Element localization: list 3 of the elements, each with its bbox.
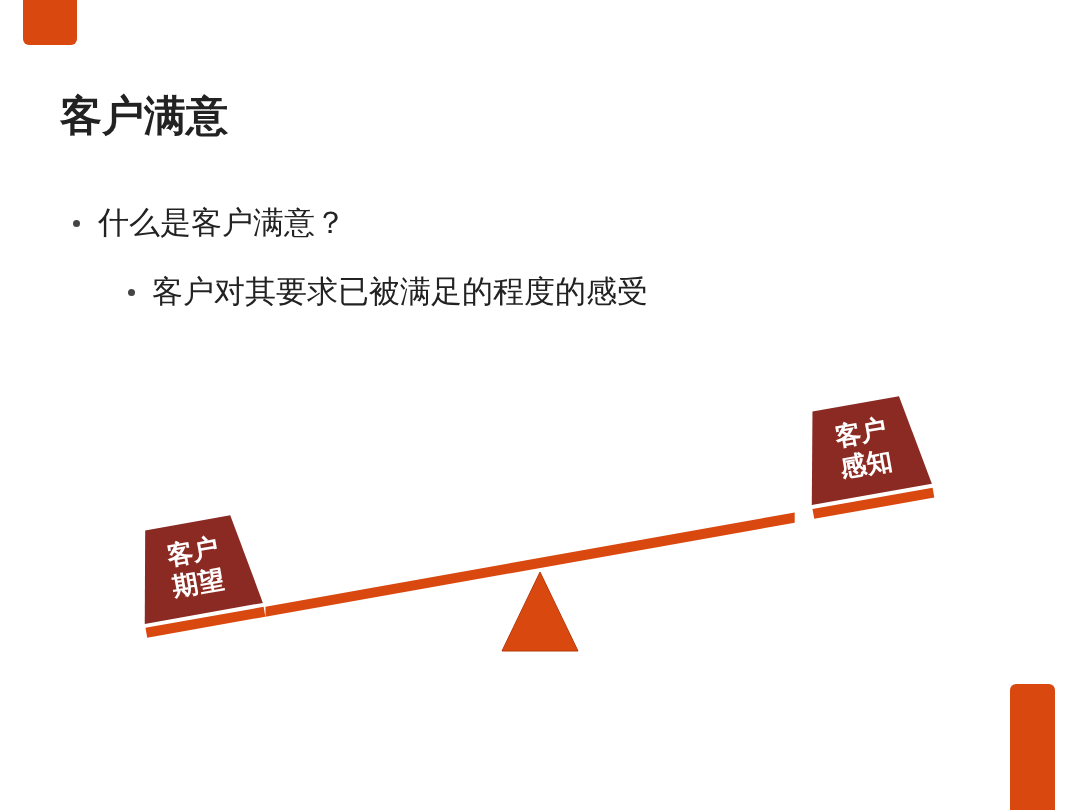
bullet-text: 什么是客户满意？: [98, 203, 346, 242]
slide-title: 客户满意: [60, 90, 228, 142]
bullet-text: 客户对其要求已被满足的程度的感受: [152, 272, 648, 311]
